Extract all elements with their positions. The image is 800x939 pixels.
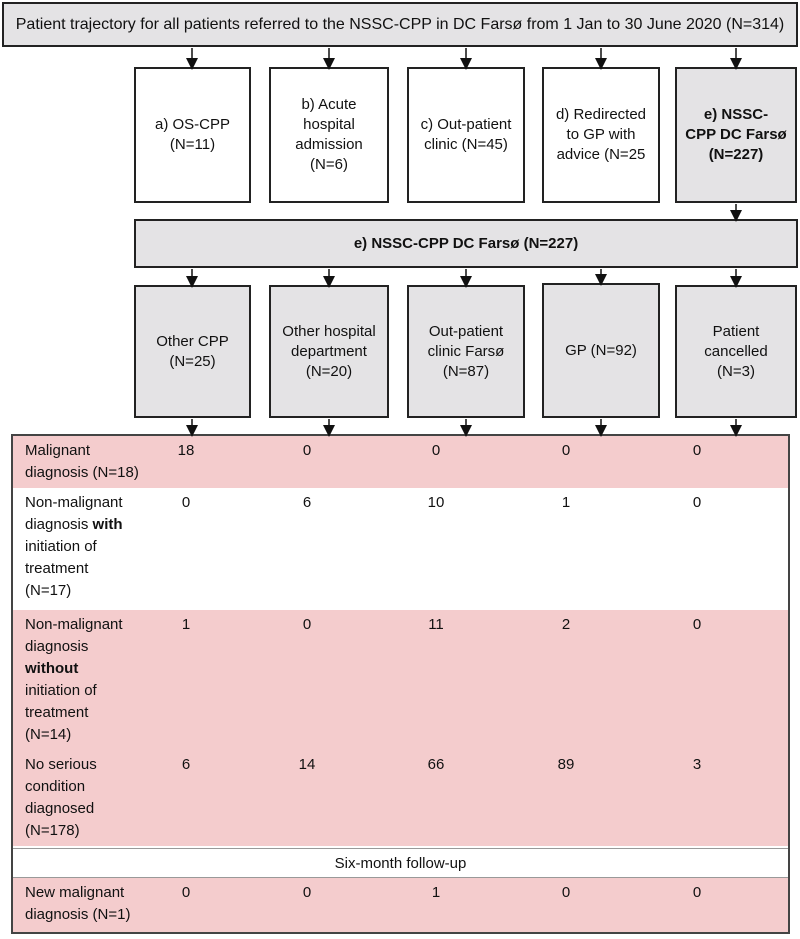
row-label-text: Malignant diagnosis (N=18) [25, 442, 139, 481]
row-label: No serious condition diagnosed (N=178) [25, 754, 97, 842]
table-cell: 0 [692, 884, 702, 901]
table-cell: 0 [692, 442, 702, 459]
table-cell: 1 [561, 494, 571, 511]
table-cell: 18 [177, 442, 195, 459]
table-cell: 0 [181, 884, 191, 901]
row-label: New malignant diagnosis (N=1) [25, 882, 130, 926]
row-label-emphasis: without [25, 660, 79, 677]
table-row: No serious condition diagnosed (N=178) 6 1… [13, 750, 788, 846]
box-gp: GP (N=92) [542, 283, 660, 418]
row-label-text: New malignant diagnosis (N=1) [25, 884, 131, 923]
table-cell: 1 [431, 884, 441, 901]
row-label: Non-malignant diagnosis with initiation … [25, 492, 123, 602]
table-row: Malignant diagnosis (N=18) 18 0 0 0 0 [13, 436, 788, 488]
table-cell: 10 [427, 494, 445, 511]
box-other-hospital-department: Other hospital department (N=20) [269, 285, 389, 418]
outcome-table [11, 434, 790, 934]
table-row: Non-malignant diagnosis with initiation … [13, 488, 788, 610]
table-cell: 0 [302, 884, 312, 901]
table-cell: 0 [181, 494, 191, 511]
table-cell: 1 [181, 616, 191, 633]
box-nssc-cpp-dc-farso: e) NSSC- CPP DC Farsø (N=227) [675, 67, 797, 203]
row-label-text: No serious condition diagnosed (N=178) [25, 756, 97, 839]
row-label: Malignant diagnosis (N=18) [25, 440, 139, 484]
table-cell: 0 [561, 442, 571, 459]
table-cell: 6 [181, 756, 191, 773]
table-cell: 11 [428, 616, 444, 633]
table-cell: 0 [561, 884, 571, 901]
table-cell: 0 [302, 616, 312, 633]
row-label-text: initiation of treatment (N=17) [25, 538, 97, 599]
middle-bar-nssc-cpp: e) NSSC-CPP DC Farsø (N=227) [134, 219, 798, 268]
table-cell: 0 [431, 442, 441, 459]
table-cell: 14 [298, 756, 316, 773]
table-cell: 0 [692, 616, 702, 633]
row-label-text: Non-malignant diagnosis [25, 616, 123, 655]
table-cell: 0 [692, 494, 702, 511]
box-out-patient-clinic-farso: Out-patient clinic Farsø (N=87) [407, 285, 525, 418]
row-label-emphasis: with [92, 516, 123, 533]
box-acute-hospital-admission: b) Acute hospital admission (N=6) [269, 67, 389, 203]
table-row: Non-malignant diagnosis without initiati… [13, 610, 788, 750]
table-cell: 6 [302, 494, 312, 511]
table-cell: 66 [427, 756, 445, 773]
box-other-cpp: Other CPP (N=25) [134, 285, 251, 418]
box-patient-cancelled: Patient cancelled (N=3) [675, 285, 797, 418]
row-label: Non-malignant diagnosis without initiati… [25, 614, 123, 746]
table-cell: 2 [561, 616, 571, 633]
table-cell: 3 [692, 756, 702, 773]
table-cell: 89 [557, 756, 575, 773]
row-label-text: Non-malignant diagnosis [25, 494, 123, 533]
box-out-patient-clinic: c) Out-patient clinic (N=45) [407, 67, 525, 203]
table-cell: 0 [302, 442, 312, 459]
followup-header: Six-month follow-up [13, 848, 788, 878]
diagram-title: Patient trajectory for all patients refe… [2, 2, 798, 47]
box-os-cpp: a) OS-CPP (N=11) [134, 67, 251, 203]
table-row-followup: New malignant diagnosis (N=1) 0 0 1 0 0 [13, 878, 788, 932]
box-redirected-to-gp: d) Redirected to GP with advice (N=25 [542, 67, 660, 203]
row-label-text: initiation of treatment (N=14) [25, 682, 97, 743]
